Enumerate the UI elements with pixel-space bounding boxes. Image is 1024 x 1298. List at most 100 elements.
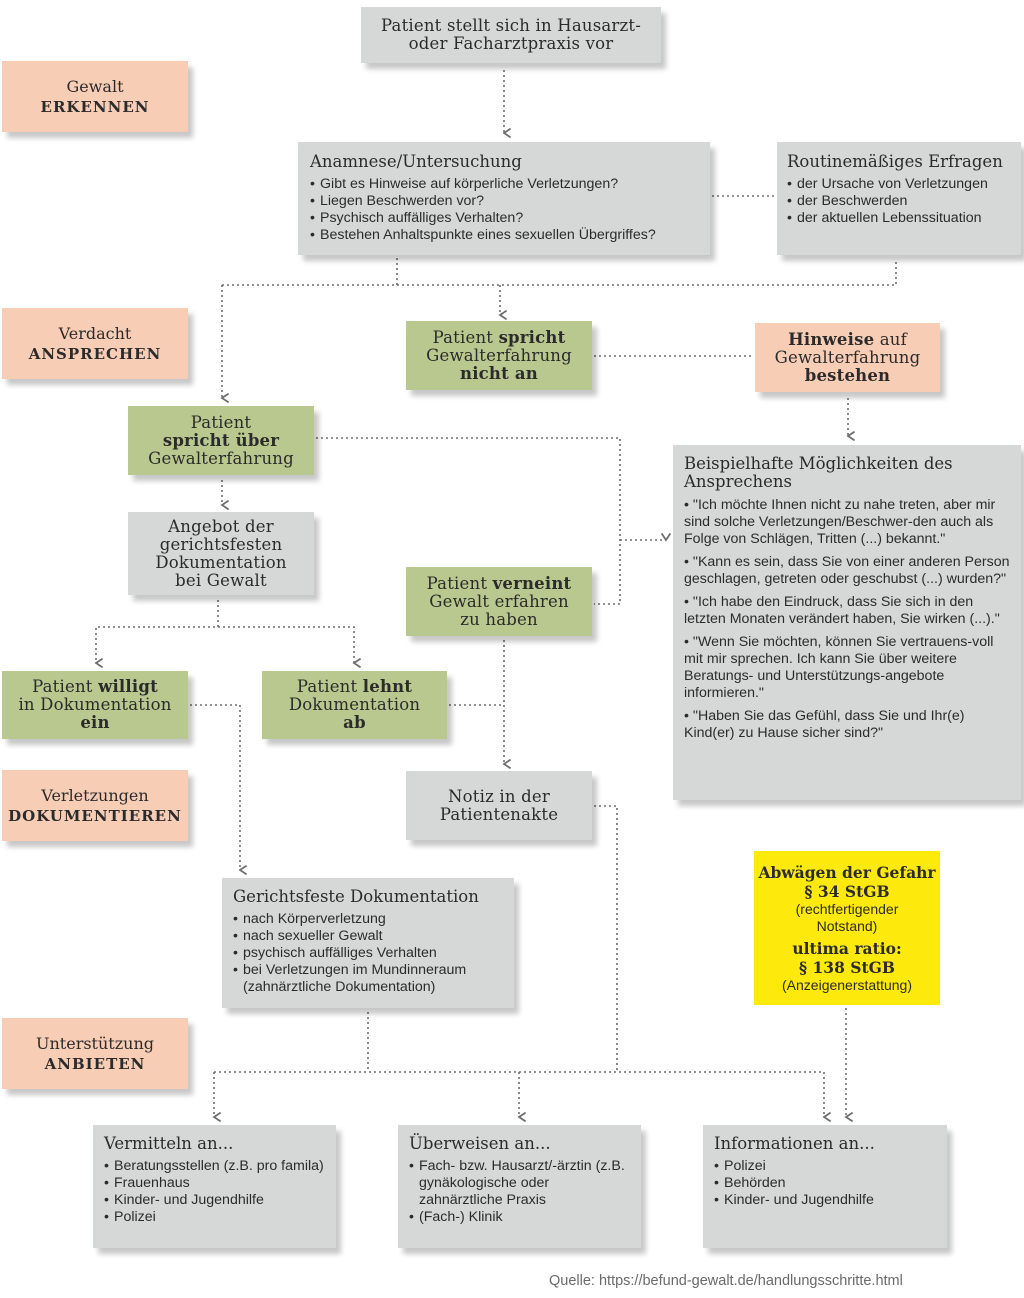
- quote-item: • "Wenn Sie möchten, können Sie vertraue…: [684, 634, 994, 701]
- node-notiz: Notiz in der Patientenakte: [406, 771, 592, 840]
- node-hinweise: Hinweise auf Gewalterfahrung bestehen: [755, 323, 940, 392]
- node-nicht-an: Patient spricht Gewalterfahrung nicht an: [406, 321, 592, 390]
- node-spricht-ueber-a: Patient: [190, 412, 252, 432]
- stage-ansprechen: Verdacht ANSPRECHEN: [2, 308, 188, 379]
- node-start: Patient stellt sich in Hausarzt- oder Fa…: [361, 7, 661, 63]
- list-item: Fach- bzw. Hausarzt/-ärztin (z.B. gynäko…: [409, 1158, 630, 1209]
- list-item: Psychisch auffälliges Verhalten?: [310, 210, 698, 227]
- node-lehnt-b: lehnt: [362, 677, 413, 696]
- node-start-line2: oder Facharztpraxis vor: [408, 34, 614, 53]
- list-item: Bestehen Anhaltspunkte eines sexuellen Ü…: [310, 227, 698, 244]
- quote-item: • "Kann es sein, dass Sie von einer ande…: [684, 554, 1010, 587]
- node-abwaegen-l4: Notstand): [816, 917, 878, 934]
- node-gerichtsfest-title: Gerichtsfeste Dokumentation: [233, 887, 479, 906]
- node-abwaegen-l7: (Anzeigenerstattung): [782, 976, 912, 993]
- node-hinweise-c: Gewalterfahrung: [774, 347, 921, 367]
- stage-dokumentieren: Verletzungen DOKUMENTIEREN: [2, 770, 188, 841]
- node-start-line1: Patient stellt sich in Hausarzt-: [380, 16, 641, 35]
- list-item: Kinder- und Jugendhilfe: [714, 1192, 936, 1209]
- node-spricht-ueber-c: Gewalterfahrung: [148, 448, 294, 468]
- stage-dokumentieren-line1: Verletzungen: [41, 785, 149, 805]
- node-informationen: Informationen an... Polizei Behörden Kin…: [703, 1125, 947, 1248]
- node-informationen-title: Informationen an...: [714, 1134, 875, 1153]
- node-spricht-ueber: Patient spricht über Gewalterfahrung: [128, 406, 314, 475]
- node-abwaegen: Abwägen der Gefahr § 34 StGB (rechtferti…: [754, 851, 940, 1005]
- node-willigt-d: ein: [80, 713, 110, 732]
- stage-erkennen-line2: ERKENNEN: [40, 97, 150, 116]
- node-nicht-an-b: spricht: [498, 327, 566, 347]
- quote-item: • "Haben Sie das Gefühl, dass Sie und Ih…: [684, 708, 965, 741]
- quote-item: • "Ich möchte Ihnen nicht zu nahe treten…: [684, 497, 996, 547]
- node-verneint: Patient verneint Gewalt erfahren zu habe…: [406, 567, 592, 636]
- node-abwaegen-l2: § 34 StGB: [804, 881, 890, 901]
- node-angebot: Angebot der gerichtsfesten Dokumentation…: [128, 512, 314, 595]
- list-item: der Ursache von Verletzungen: [787, 176, 1011, 193]
- node-willigt-a: Patient: [32, 677, 99, 696]
- source-caption: Quelle: https://befund-gewalt.de/handlun…: [549, 1273, 903, 1289]
- list-item: Behörden: [714, 1175, 936, 1192]
- node-abwaegen-l1: Abwägen der Gefahr: [758, 862, 936, 882]
- stage-anbieten-line1: Unterstützung: [36, 1033, 154, 1053]
- node-lehnt-a: Patient: [296, 677, 363, 696]
- quote-item: • "Ich habe den Eindruck, dass Sie sich …: [684, 594, 1000, 627]
- node-notiz-line1: Notiz in der: [448, 786, 550, 806]
- node-willigt: Patient willigt in Dokumentation ein: [2, 671, 188, 739]
- node-lehnt-c: Dokumentation: [288, 695, 421, 714]
- node-verneint-c: Gewalt erfahren: [429, 591, 569, 611]
- node-vermitteln-title: Vermitteln an...: [104, 1134, 234, 1153]
- node-nicht-an-c: Gewalterfahrung: [426, 345, 572, 365]
- node-beispiele-title: Beispielhafte Möglichkeiten des Ansprech…: [684, 454, 953, 491]
- node-anamnese-title: Anamnese/Untersuchung: [310, 152, 522, 171]
- node-abwaegen-l6: § 138 StGB: [799, 957, 895, 977]
- node-ueberweisen-title: Überweisen an...: [409, 1134, 551, 1153]
- node-angebot-line2: gerichtsfesten: [159, 534, 283, 554]
- stage-anbieten-line2: ANBIETEN: [44, 1054, 146, 1073]
- node-angebot-line4: bei Gewalt: [175, 570, 267, 590]
- connector-sprichtueber-right: [316, 437, 621, 605]
- node-nicht-an-d: nicht an: [460, 363, 538, 383]
- list-item: nach sexueller Gewalt: [233, 928, 503, 945]
- connector-notiz-right: [594, 805, 618, 1072]
- node-verneint-b: verneint: [492, 573, 572, 593]
- node-spricht-ueber-b: spricht über: [162, 430, 280, 450]
- node-hinweise-a: Hinweise: [788, 329, 875, 349]
- node-routine-title: Routinemäßiges Erfragen: [787, 152, 1003, 171]
- list-item: Frauenhaus: [104, 1175, 325, 1192]
- list-item: der Beschwerden: [787, 193, 1011, 210]
- stage-ansprechen-line1: Verdacht: [58, 323, 132, 343]
- stage-erkennen-line1: Gewalt: [66, 76, 124, 96]
- node-anamnese: Anamnese/Untersuchung Gibt es Hinweise a…: [298, 142, 710, 255]
- node-lehnt: Patient lehnt Dokumentation ab: [262, 671, 447, 739]
- node-abwaegen-l5: ultima ratio:: [792, 938, 902, 958]
- node-ueberweisen: Überweisen an... Fach- bzw. Hausarzt/-är…: [398, 1125, 641, 1248]
- node-hinweise-b: auf: [874, 329, 907, 349]
- node-angebot-line1: Angebot der: [168, 516, 274, 536]
- node-vermitteln: Vermitteln an... Beratungsstellen (z.B. …: [93, 1125, 336, 1248]
- list-item: der aktuellen Lebenssituation: [787, 210, 1011, 227]
- node-nicht-an-a: Patient: [432, 327, 499, 347]
- list-item: nach Körperverletzung: [233, 911, 503, 928]
- list-item: Kinder- und Jugendhilfe: [104, 1192, 325, 1209]
- connector-willigt-gerichtsfest: [190, 704, 248, 876]
- node-beispiele: Beispielhafte Möglichkeiten des Ansprech…: [673, 445, 1021, 800]
- node-verneint-a: Patient: [426, 573, 493, 593]
- list-item: bei Verletzungen im Mundinneraum (zahnär…: [233, 962, 503, 996]
- node-lehnt-d: ab: [343, 713, 366, 732]
- node-gerichtsfest: Gerichtsfeste Dokumentation nach Körperv…: [222, 878, 514, 1008]
- node-routine: Routinemäßiges Erfragen der Ursache von …: [777, 142, 1021, 255]
- node-willigt-b: willigt: [98, 677, 158, 696]
- node-verneint-d: zu haben: [460, 609, 538, 629]
- stage-anbieten: Unterstützung ANBIETEN: [2, 1018, 188, 1089]
- list-item: Beratungsstellen (z.B. pro famila): [104, 1158, 325, 1175]
- node-angebot-line3: Dokumentation: [155, 552, 287, 572]
- node-willigt-c: in Dokumentation: [18, 695, 172, 714]
- node-hinweise-d: bestehen: [804, 365, 891, 385]
- node-notiz-line2: Patientenakte: [439, 804, 559, 824]
- list-item: Polizei: [714, 1158, 936, 1175]
- node-abwaegen-l3: (rechtfertigender: [795, 900, 899, 917]
- list-item: Polizei: [104, 1209, 325, 1226]
- stage-dokumentieren-line2: DOKUMENTIEREN: [8, 806, 182, 825]
- list-item: Liegen Beschwerden vor?: [310, 193, 698, 210]
- list-item: Gibt es Hinweise auf körperliche Verletz…: [310, 176, 698, 193]
